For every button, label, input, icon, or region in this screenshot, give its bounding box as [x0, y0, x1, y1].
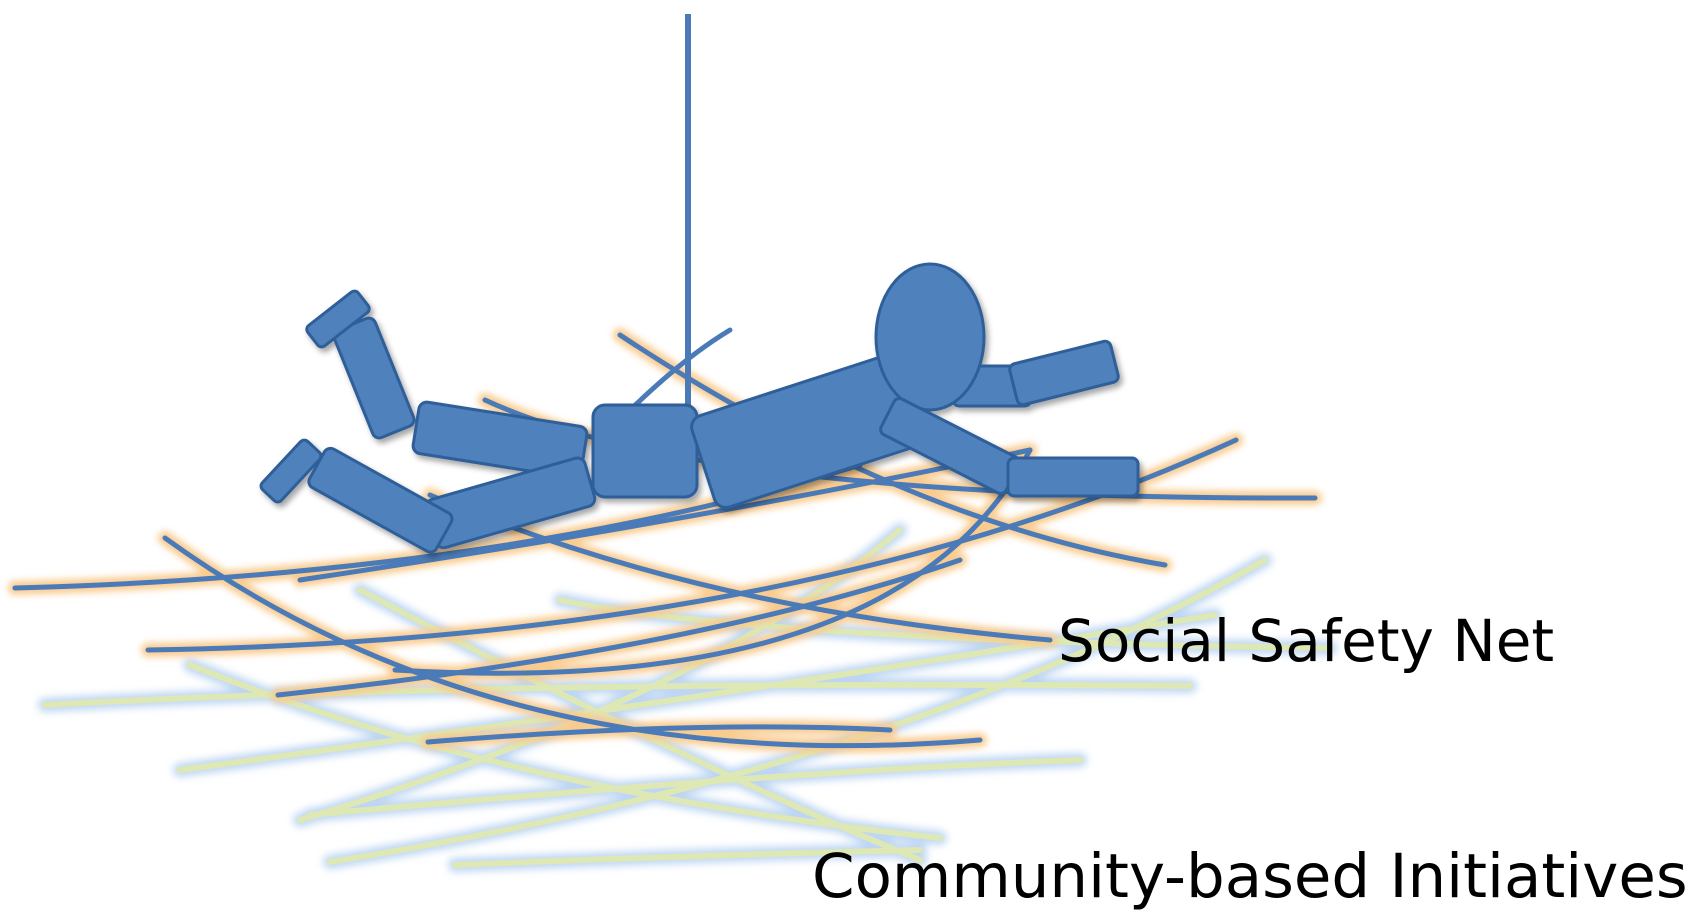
social-safety-net-label: Social Safety Net	[1058, 607, 1555, 675]
shin-lower	[307, 446, 454, 554]
community-initiatives-label: Community-based Initiatives	[812, 841, 1687, 912]
forearm-far	[1008, 339, 1120, 407]
foot-upper	[305, 289, 371, 349]
foot-lower	[259, 438, 323, 504]
pelvis	[591, 403, 699, 499]
shin-upper	[332, 316, 416, 440]
thigh-upper	[411, 400, 589, 480]
forearm-near	[1006, 456, 1140, 498]
head	[874, 262, 986, 412]
falling-person-figure	[259, 262, 1140, 554]
